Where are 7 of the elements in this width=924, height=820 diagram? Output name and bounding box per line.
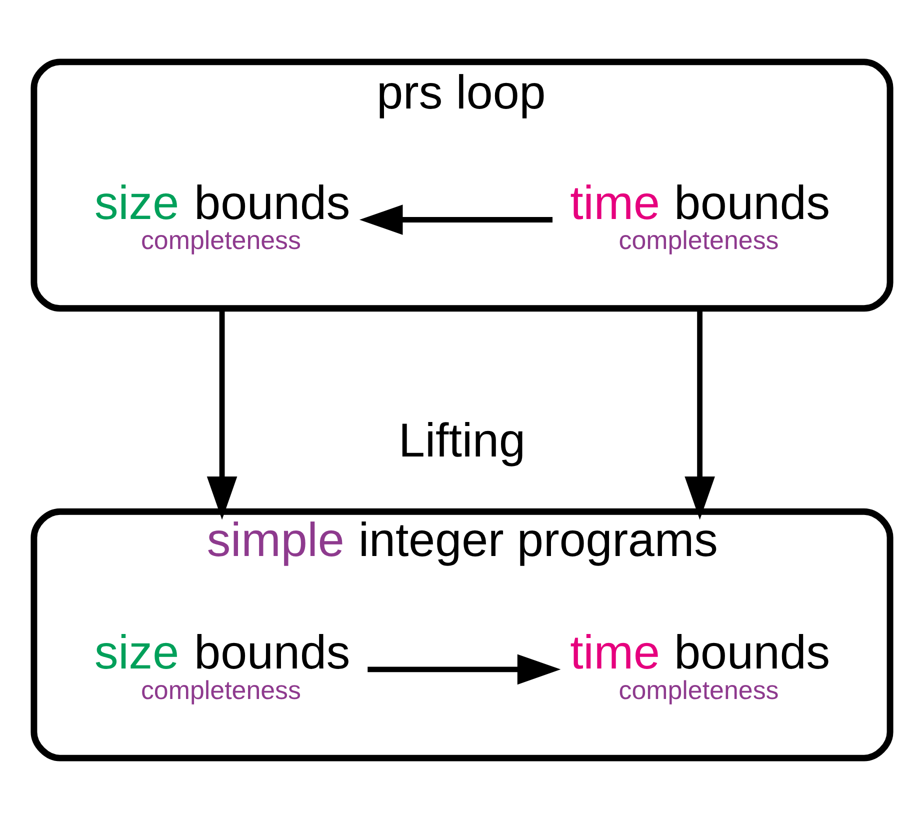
node-text: size bounds <box>94 176 350 230</box>
node-text: time bounds <box>570 176 830 230</box>
arrow <box>359 204 553 235</box>
node-label: completeness <box>618 227 779 256</box>
node-label: completeness <box>140 227 302 256</box>
label: Lifting <box>398 414 526 468</box>
arrow <box>368 654 561 685</box>
